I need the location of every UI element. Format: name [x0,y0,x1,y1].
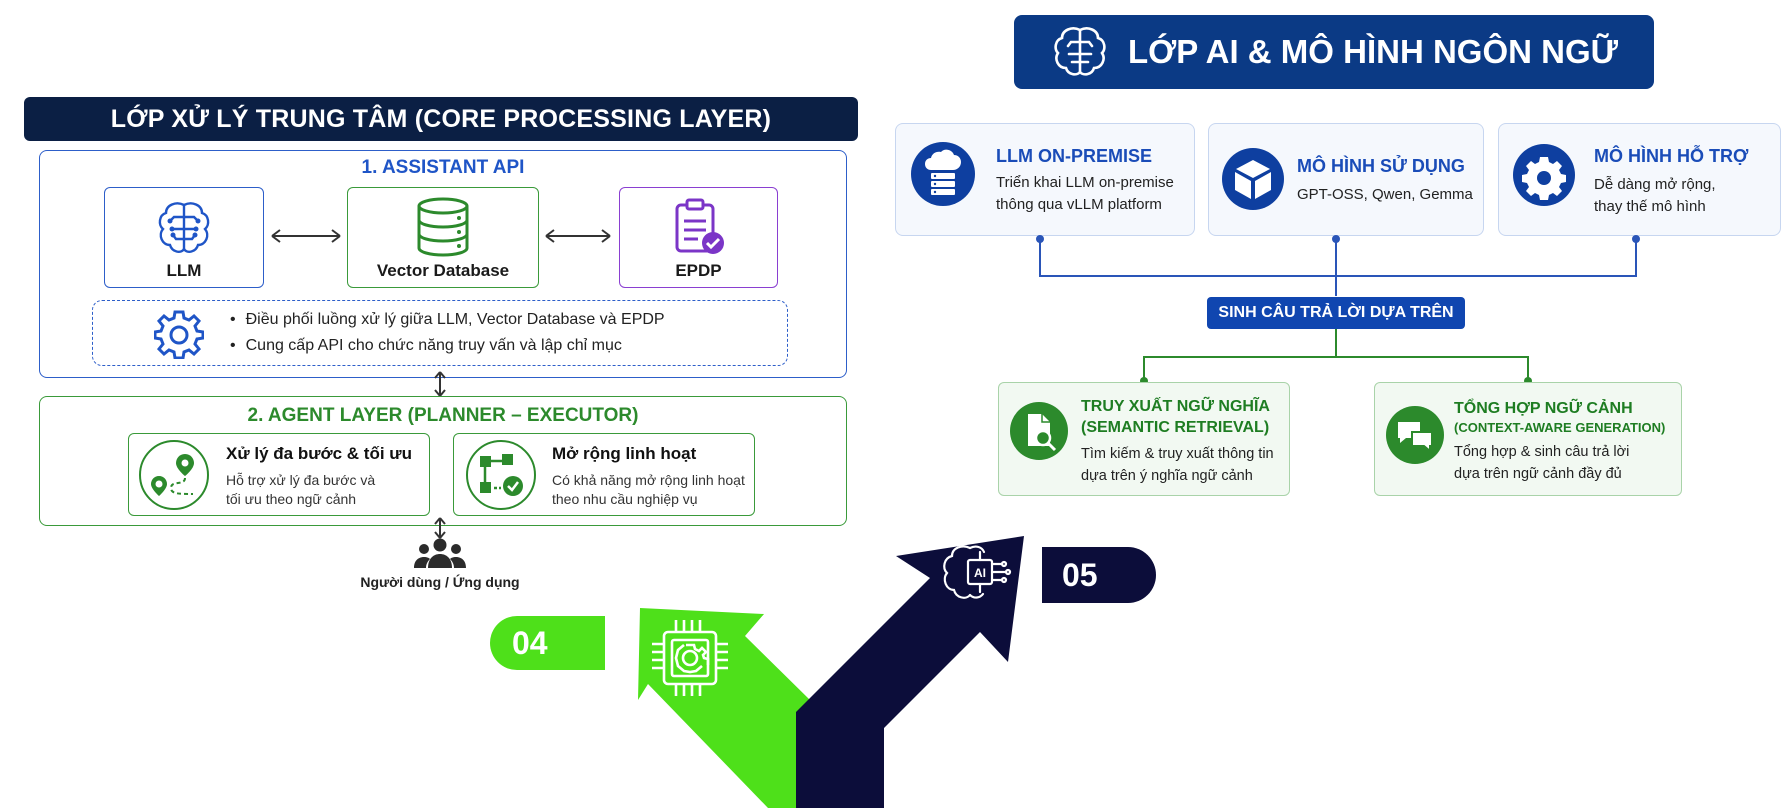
context-aware-desc-line2: dựa trên ngữ cảnh đầy đủ [1454,466,1622,482]
database-icon [417,197,469,257]
function-item: Điều phối luồng xử lý giữa LLM, Vector D… [230,311,665,329]
multi-step-title: Xử lý đa bước & tối ưu [226,444,412,463]
double-arrow-vector-epdp [545,229,611,243]
flexible-scaling-desc-line1: Có khả năng mở rộng linh hoạt [552,472,745,488]
gear-icon [1522,157,1566,200]
clipboard-check-icon [675,198,724,254]
brain-circuit-icon [1054,27,1106,76]
assistant-api-section [39,150,847,378]
context-aware-generation-card: TỔNG HỢP NGỮ CẢNH (CONTEXT-AWARE GENERAT… [1374,382,1682,496]
semantic-retrieval-title: TRUY XUẤT NGỮ NGHĨA [1081,398,1270,415]
brain-icon [158,202,210,253]
navy-arrow [796,536,1024,808]
context-aware-subtitle: (CONTEXT-AWARE GENERATION) [1454,420,1666,435]
vector-database-label: Vector Database [376,261,510,280]
gear-icon [154,310,204,359]
epdp-label: EPDP [675,261,722,280]
semantic-retrieval-desc-line2: dựa trên ý nghĩa ngữ cảnh [1081,468,1253,484]
llm-on-premise-desc-line1: Triển khai LLM on-premise [996,174,1174,191]
cube-icon [1235,160,1271,199]
assistant-api-title: 1. ASSISTANT API [361,157,525,178]
cpu-chip-icon [652,620,728,696]
step-badge-04: 04 [490,616,605,670]
semantic-retrieval-card: TRUY XUẤT NGỮ NGHĨA (SEMANTIC RETRIEVAL)… [998,382,1290,496]
llm-label: LLM [166,261,202,280]
agent-layer-section [39,396,847,526]
supported-models-desc-line2: thay thế mô hình [1594,198,1706,215]
flexible-scaling-desc-line2: theo nhu cầu nghiệp vụ [552,491,698,507]
models-used-card: MÔ HÌNH SỬ DỤNG GPT-OSS, Qwen, Gemma [1208,123,1484,236]
feature-connector-lines [1036,235,1640,296]
green-arrow [638,608,810,808]
cloud-server-icon [925,149,961,195]
chat-bubbles-icon [1398,422,1433,454]
double-arrow-llm-vector [271,229,341,243]
assistant-functions-list: Điều phối luồng xử lý giữa LLM, Vector D… [230,311,665,363]
ai-chip-label: AI [974,566,986,580]
supported-models-desc-line1: Dễ dàng mở rộng, [1594,176,1716,193]
vertical-double-arrow-users [434,517,446,539]
llm-on-premise-title: LLM ON-PREMISE [996,146,1152,166]
agent-layer-title: 2. AGENT LAYER (PLANNER – EXECUTOR) [247,405,639,426]
llm-on-premise-card: LLM ON-PREMISE Triển khai LLM on-premise… [895,123,1195,236]
models-used-title: MÔ HÌNH SỬ DỤNG [1297,156,1465,176]
ai-layer-title-text: LỚP AI & MÔ HÌNH NGÔN NGỮ [1127,33,1619,70]
route-pin-icon [151,454,194,496]
semantic-retrieval-desc-line1: Tìm kiếm & truy xuất thông tin [1081,446,1274,462]
workflow-check-icon [480,454,523,496]
flexible-scaling-title: Mở rộng linh hoạt [552,444,697,463]
core-layer-title: LỚP XỬ LÝ TRUNG TÂM (CORE PROCESSING LAY… [24,97,858,141]
supported-models-title: MÔ HÌNH HỖ TRỢ [1594,146,1749,166]
multi-step-desc-line1: Hỗ trợ xử lý đa bước và [226,472,376,488]
users-icon [414,538,466,568]
function-item: Cung cấp API cho chức năng truy vấn và l… [230,337,665,355]
semantic-retrieval-subtitle: (SEMANTIC RETRIEVAL) [1081,419,1270,436]
document-search-icon [1028,414,1057,452]
context-aware-desc-line1: Tổng hợp & sinh câu trả lời [1454,444,1630,460]
generate-answer-pill: SINH CÂU TRẢ LỜI DỰA TRÊN [1207,297,1465,329]
vertical-double-arrow [434,371,446,397]
flexible-scaling-card: Mở rộng linh hoạt Có khả năng mở rộng li… [453,433,755,516]
epdp-component: EPDP [619,187,778,288]
multi-step-card: Xử lý đa bước & tối ưu Hỗ trợ xử lý đa b… [128,433,430,516]
models-used-desc: GPT-OSS, Qwen, Gemma [1297,186,1473,203]
llm-component: LLM [104,187,264,288]
ai-brain-icon: AI [943,545,1012,599]
context-aware-title: TỔNG HỢP NGỮ CẢNH [1454,400,1633,417]
supported-models-card: MÔ HÌNH HỖ TRỢ Dễ dàng mở rộng, thay thế… [1498,123,1781,236]
llm-on-premise-desc-line2: thông qua vLLM platform [996,196,1162,213]
ai-layer-title: LỚP AI & MÔ HÌNH NGÔN NGỮ [1014,15,1654,89]
step-badge-05: 05 [1042,547,1156,603]
multi-step-desc-line2: tối ưu theo ngữ cảnh [226,491,357,507]
assistant-functions-box [92,300,788,366]
vector-database-component: Vector Database [347,187,539,288]
users-label: Người dùng / Ứng dụng [360,574,520,590]
